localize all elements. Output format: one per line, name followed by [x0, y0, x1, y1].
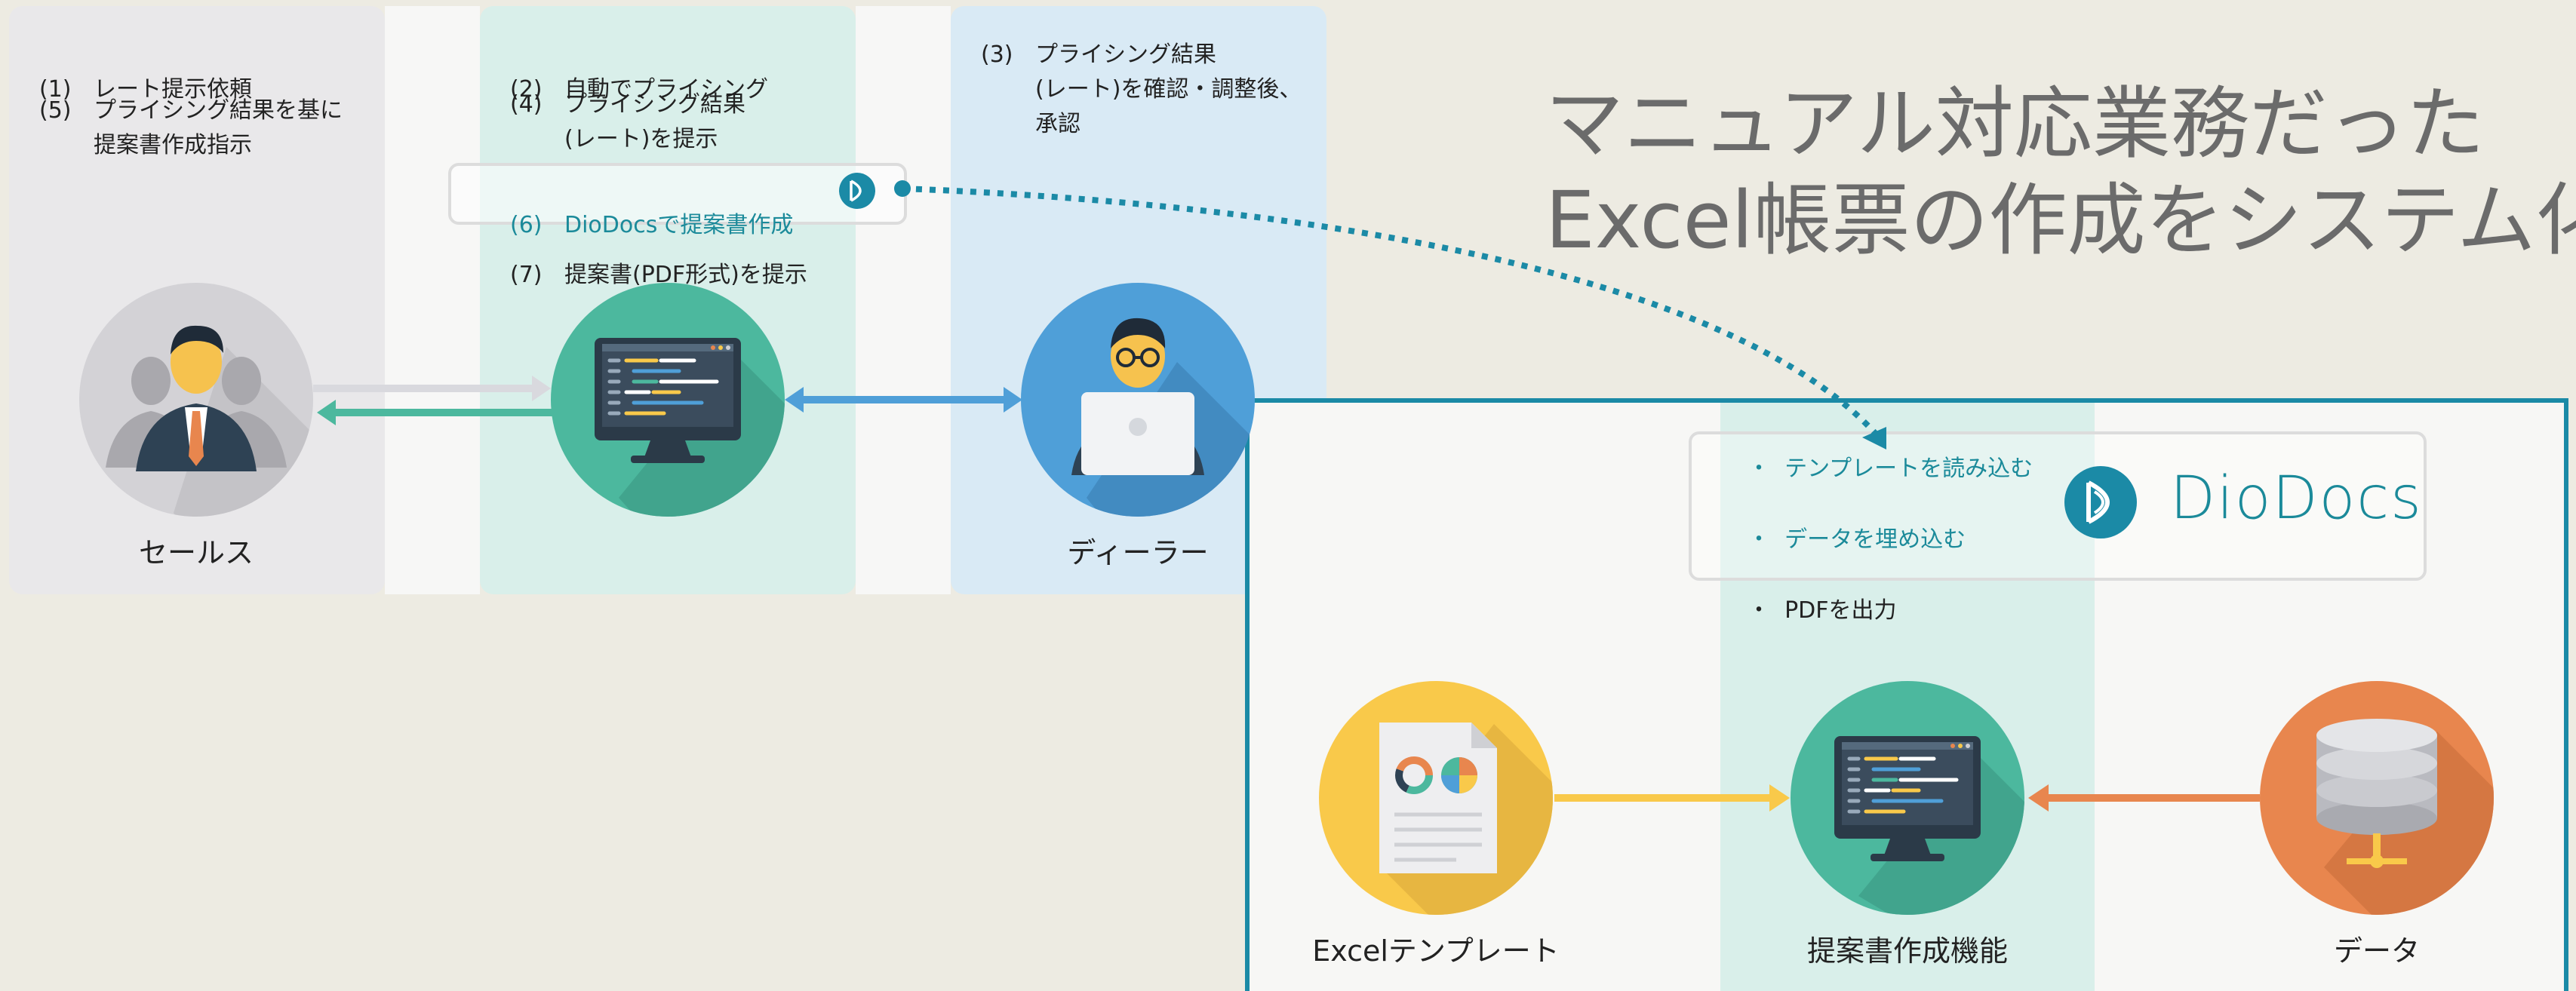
system-to-sales-arrow [317, 400, 555, 425]
diodocs-logo-icon [839, 173, 875, 209]
headline-line1: マニュアル対応業務だった [1545, 78, 2485, 170]
bullet-embed-data: ・ データを埋め込む [1748, 526, 1966, 553]
bullet-load-template: ・ テンプレートを読み込む [1748, 456, 2033, 482]
document-chart-icon [1319, 681, 1553, 915]
sales-to-system-arrow [313, 376, 551, 401]
step-2: (2)自動でプライシング [510, 76, 768, 103]
dealer-label: ディーラー [1067, 536, 1209, 569]
headline: マニュアル対応業務だった Excel帳票の作成をシステム化 [1545, 75, 2576, 268]
salesperson-icon [79, 283, 313, 517]
step-3: (3)プライシング結果 (レート)を確認・調整後、 承認 [981, 41, 1302, 137]
process-box [1689, 431, 2427, 581]
database-icon [2260, 681, 2494, 915]
template-to-system-arrow [1554, 784, 1790, 812]
sales-label: セールス [138, 536, 254, 569]
system-label: 提案書作成機能 [1806, 934, 2008, 968]
step-7: (7)提案書(PDF形式)を提示 [510, 262, 807, 288]
step-4: (4)プライシング結果 (レート)を提示 [510, 91, 745, 152]
step-1: (1)レート提示依頼 [39, 76, 252, 103]
diodocs-dotted-connector [894, 180, 1886, 449]
diodocs-brand: DioDocs [2170, 465, 2423, 532]
top-flow-background [385, 6, 480, 594]
data-to-system-arrow [2028, 784, 2260, 812]
diodocs-logo-icon-large [2064, 466, 2137, 538]
dealer-laptop-icon [1021, 283, 1255, 517]
system-dealer-arrow [785, 387, 1022, 413]
headline-line2: Excel帳票の作成をシステム化 [1545, 174, 2576, 266]
top-flow-background-2 [856, 6, 951, 594]
step-6: (6)DioDocsで提案書作成 [510, 212, 794, 238]
monitor-code-icon [551, 283, 785, 517]
bullet-output-pdf: ・ PDFを出力 [1748, 597, 1897, 624]
monitor-code-icon-bottom [1791, 681, 2024, 915]
template-label: Excelテンプレート [1312, 934, 1560, 968]
data-label: データ [2333, 934, 2420, 968]
step-6-highlight-box [448, 163, 907, 225]
step-5: (5)プライシング結果を基に 提案書作成指示 [39, 97, 343, 158]
